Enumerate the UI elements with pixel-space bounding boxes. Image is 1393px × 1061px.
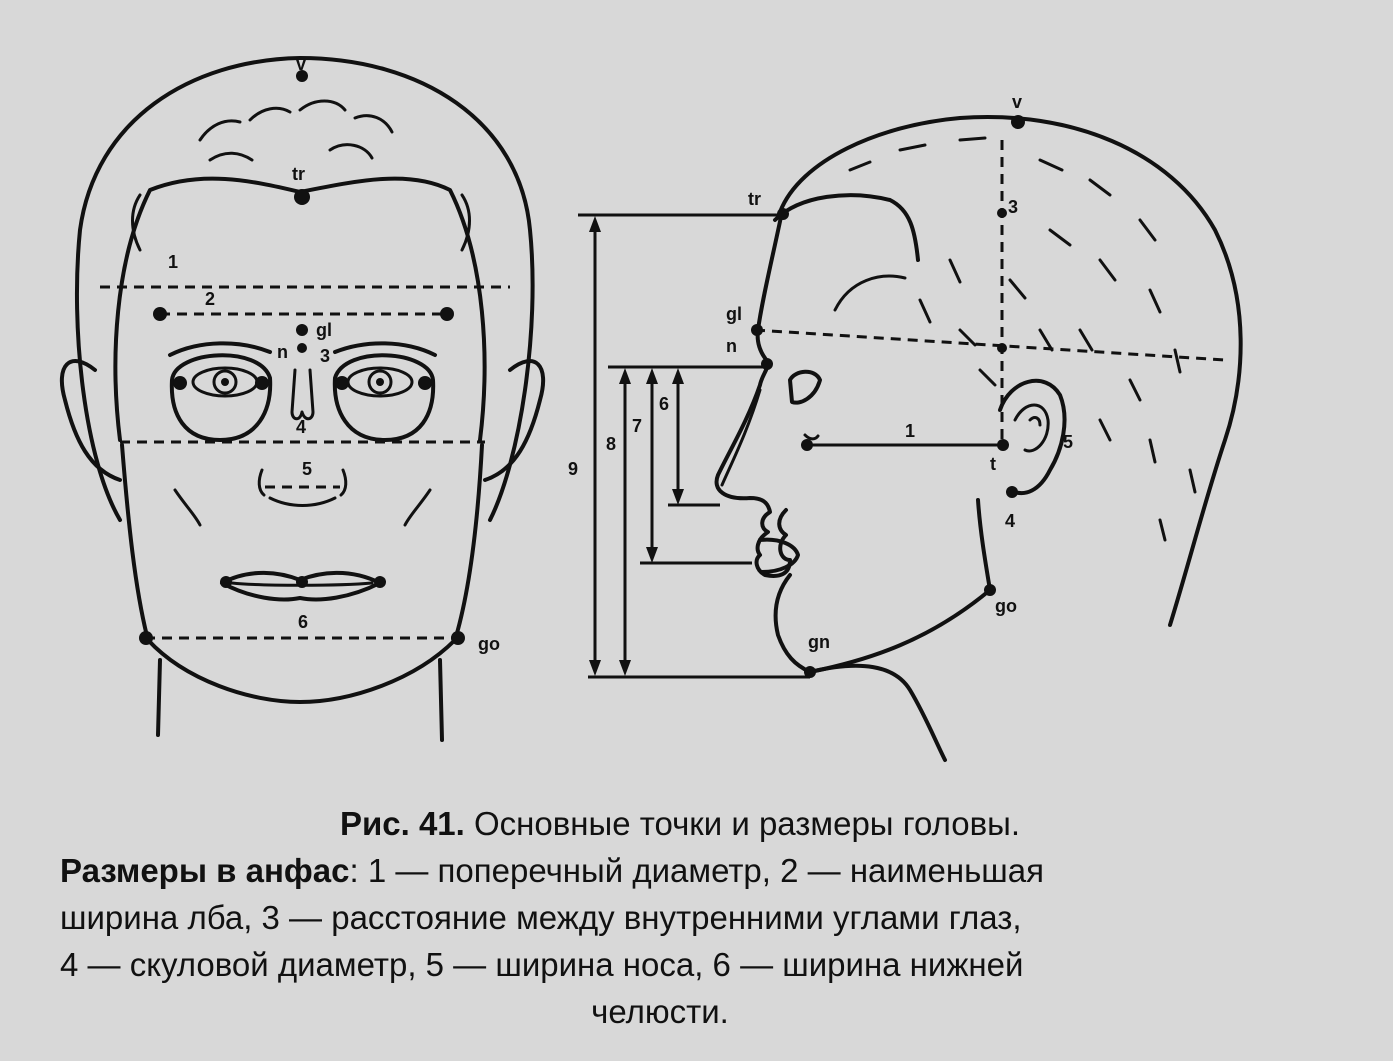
front-left-iris: [212, 369, 238, 395]
front-label-4: 4: [296, 417, 306, 437]
front-label-go: go: [478, 634, 500, 654]
profile-hairline: [773, 193, 920, 262]
profile-gl-line: [754, 328, 1226, 362]
profile-label-6: 6: [659, 394, 669, 414]
profile-skull-outline: [778, 115, 1243, 627]
front-label-1: 1: [168, 252, 178, 272]
front-label-3: 3: [320, 346, 330, 366]
front-left-eye-socket: [169, 353, 273, 442]
front-label-2: 2: [205, 289, 215, 309]
profile-label-9: 9: [568, 459, 578, 479]
profile-view: v tr 3 gl n 6 7 8 9 1 5 t 4 go gn: [568, 92, 1243, 762]
profile-lips: [758, 537, 800, 574]
front-right-eyebrow: [333, 341, 437, 357]
profile-ear: [998, 378, 1067, 496]
profile-dim8-arrow: [619, 368, 631, 676]
caption-line1-text: : 1 — поперечный диаметр, 2 — наименьшая: [349, 852, 1044, 889]
profile-label-3: 3: [1008, 197, 1018, 217]
profile-face-line: [714, 210, 812, 674]
profile-label-1: 1: [905, 421, 915, 441]
profile-label-go: go: [995, 596, 1017, 616]
figure-title: Основные точки и размеры головы.: [474, 805, 1021, 842]
front-nose: [290, 368, 315, 421]
profile-label-v: v: [1012, 92, 1022, 112]
profile-label-7: 7: [632, 416, 642, 436]
front-left-eyebrow: [168, 341, 272, 357]
profile-label-t: t: [990, 454, 996, 474]
front-label-5: 5: [302, 459, 312, 479]
front-view: v tr 1 2 gl n 3 4 5 6 go: [59, 54, 546, 742]
profile-label-5: 5: [1063, 432, 1073, 452]
profile-label-gl: gl: [726, 304, 742, 324]
front-neck-left: [156, 658, 162, 737]
caption-line-4: челюсти.: [591, 993, 729, 1030]
caption-title-line: Рис. 41. Основные точки и размеры головы…: [60, 800, 1260, 847]
front-label-v: v: [296, 54, 306, 74]
front-neck-right: [438, 658, 444, 742]
caption-line-3: 4 — скуловой диаметр, 5 — ширина носа, 6…: [60, 946, 1024, 983]
profile-dim7-arrow: [646, 368, 658, 563]
caption-line-1: Размеры в анфас: 1 — поперечный диаметр,…: [60, 847, 1260, 894]
caption-line-2: ширина лба, 3 — расстояние между внутрен…: [60, 899, 1022, 936]
front-face-contour: [120, 443, 484, 704]
figure-caption: Рис. 41. Основные точки и размеры головы…: [60, 800, 1260, 1035]
profile-label-tr: tr: [748, 189, 761, 209]
profile-label-4: 4: [1005, 511, 1015, 531]
profile-neck-front: [808, 663, 947, 762]
front-label-6: 6: [298, 612, 308, 632]
profile-hair-strands: [848, 136, 1197, 542]
front-label-tr: tr: [292, 164, 305, 184]
profile-eye: [788, 369, 822, 405]
front-hairline: [113, 176, 487, 442]
front-left-ear: [59, 359, 122, 482]
figure-label: Рис. 41.: [339, 805, 465, 842]
front-hair-outline: [74, 56, 535, 522]
profile-label-n: n: [726, 336, 737, 356]
section-label: Размеры в анфас: [60, 852, 350, 889]
front-right-iris: [367, 369, 393, 395]
profile-dim9-arrow: [589, 216, 601, 676]
profile-label-8: 8: [606, 434, 616, 454]
front-right-ear: [483, 359, 546, 482]
profile-jaw: [808, 498, 992, 674]
head-measurement-diagram: v tr 1 2 gl n 3 4 5 6 go: [59, 54, 1243, 762]
front-hair-strands: [131, 99, 471, 252]
front-label-gl: gl: [316, 320, 332, 340]
front-label-n: n: [277, 342, 288, 362]
profile-label-gn: gn: [808, 632, 830, 652]
profile-dim6-arrow: [672, 368, 684, 505]
front-right-eye-socket: [332, 353, 436, 442]
